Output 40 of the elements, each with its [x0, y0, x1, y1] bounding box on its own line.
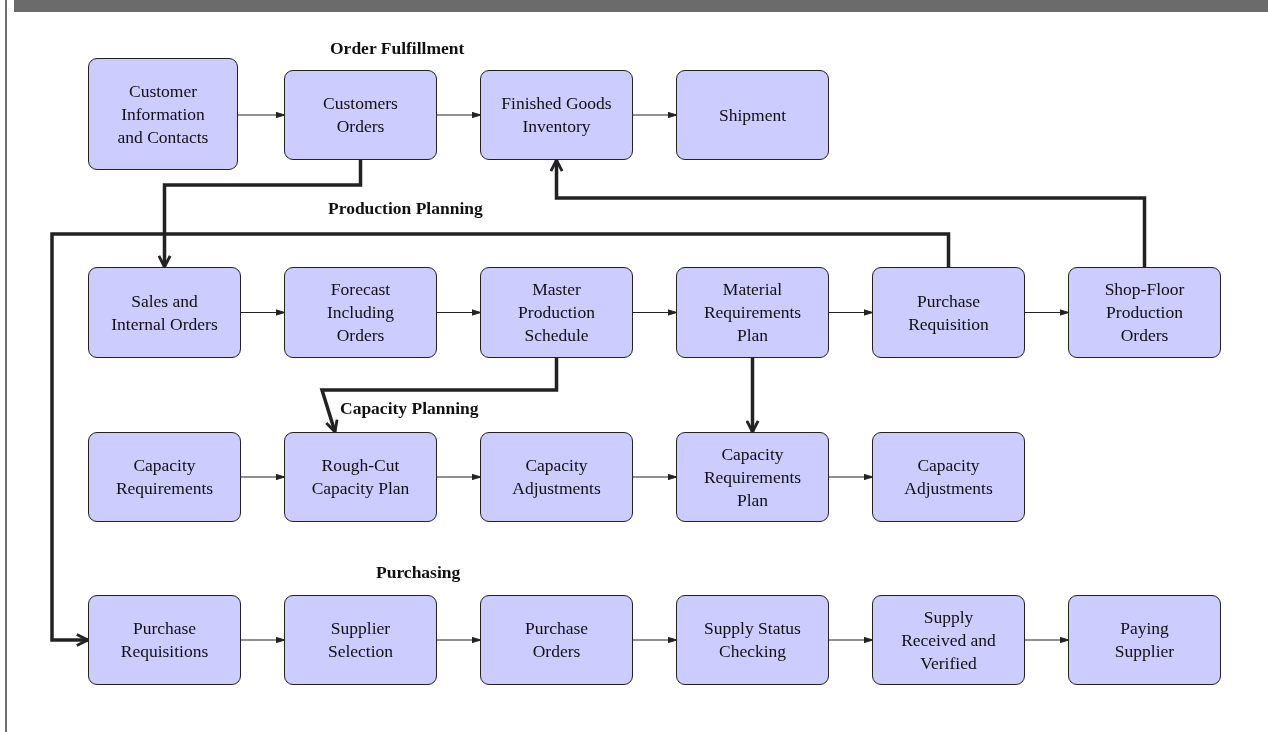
process-box: Purchase Requisition: [872, 267, 1025, 358]
process-box: Supplier Selection: [284, 595, 437, 685]
section-heading: Production Planning: [328, 198, 483, 219]
arrow: [436, 309, 482, 316]
arrow: [828, 309, 874, 316]
process-box: Capacity Adjustments: [872, 432, 1025, 522]
process-box: Forecast Including Orders: [284, 267, 437, 358]
arrow: [549, 158, 1147, 267]
process-box: Paying Supplier: [1068, 595, 1221, 685]
process-box: Supply Status Checking: [676, 595, 829, 685]
process-box: Master Production Schedule: [480, 267, 633, 358]
arrow: [240, 309, 286, 316]
process-box: Customers Orders: [284, 70, 437, 160]
section-heading: Order Fulfillment: [330, 38, 465, 59]
arrow: [319, 358, 559, 434]
process-box: Shop-Floor Production Orders: [1068, 267, 1221, 358]
process-box: Shipment: [676, 70, 829, 160]
process-box: Finished Goods Inventory: [480, 70, 633, 160]
process-box: Customer Information and Contacts: [88, 58, 238, 170]
arrow: [828, 636, 874, 644]
arrow: [632, 111, 678, 119]
arrow: [240, 636, 286, 644]
process-box: Supply Received and Verified: [872, 595, 1025, 685]
process-box: Material Requirements Plan: [676, 267, 829, 358]
arrow: [157, 160, 363, 269]
process-box: Purchase Requisitions: [88, 595, 241, 685]
process-box: Purchase Orders: [480, 595, 633, 685]
arrow: [50, 232, 951, 647]
arrow: [1024, 309, 1070, 316]
arrow: [632, 636, 678, 644]
section-heading: Capacity Planning: [340, 398, 479, 419]
arrow: [632, 309, 678, 316]
process-box: Capacity Requirements: [88, 432, 241, 522]
arrow: [745, 358, 760, 434]
process-box: Capacity Requirements Plan: [676, 432, 829, 522]
process-box: Sales and Internal Orders: [88, 267, 241, 358]
process-box: Rough-Cut Capacity Plan: [284, 432, 437, 522]
section-heading: Purchasing: [376, 562, 461, 583]
arrow: [632, 473, 678, 481]
process-box: Capacity Adjustments: [480, 432, 633, 522]
